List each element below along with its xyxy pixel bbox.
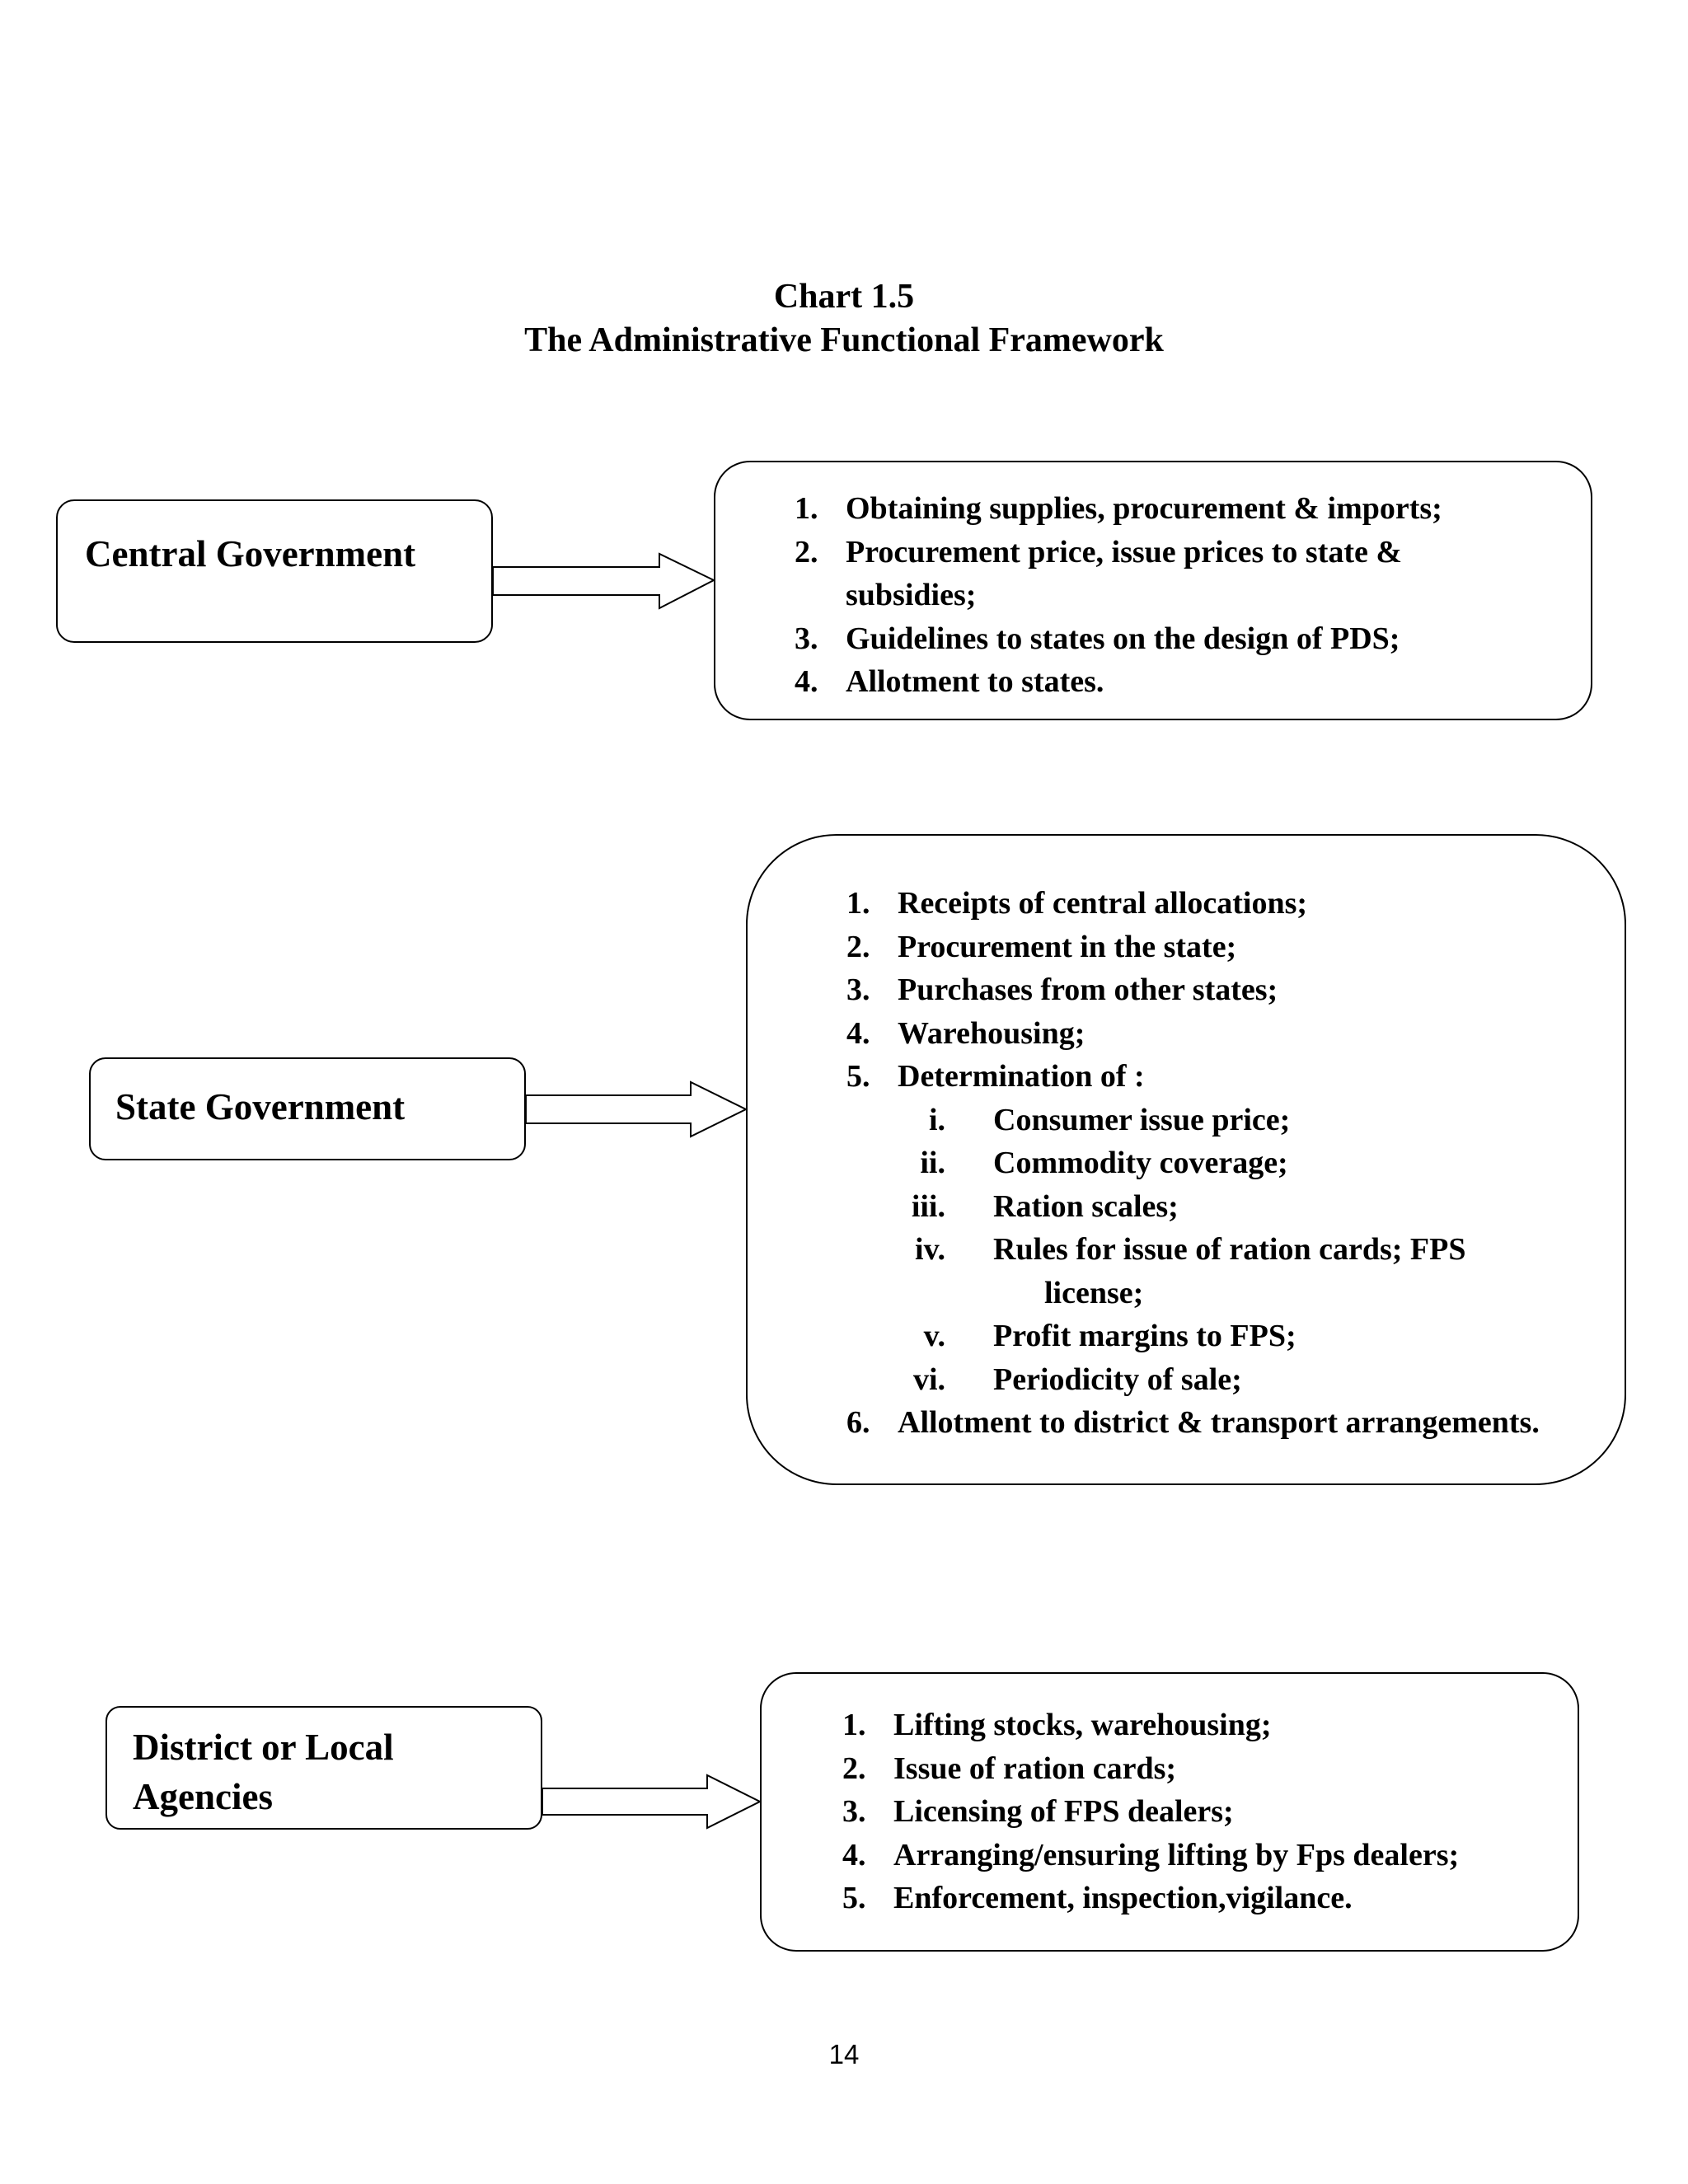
district-agencies-box: District or Local Agencies [106,1706,542,1830]
state-government-box: State Government [89,1057,526,1160]
central-government-box: Central Government [56,499,493,643]
list-item: 3.Licensing of FPS dealers; [842,1794,1234,1829]
sub-list-item: ii.Commodity coverage; [920,1146,1288,1180]
chart-title: The Administrative Functional Framework [524,321,1164,359]
sub-list-item: v.Profit margins to FPS; [923,1319,1296,1353]
list-item-continuation: subsidies; [846,578,977,612]
state-government-label: State Government [115,1086,406,1127]
sub-list-item-continuation: license; [1044,1275,1144,1310]
list-item: 2.Issue of ration cards; [842,1750,1177,1786]
sub-list-item: vi.Periodicity of sale; [912,1361,1242,1397]
list-item: 4.Arranging/ensuring lifting by Fps deal… [842,1837,1460,1872]
list-item: 2.Procurement price, issue prices to sta… [795,534,1403,569]
list-item: 5.Enforcement, inspection,vigilance. [842,1881,1353,1915]
central-government-label: Central Government [85,533,416,574]
district-functions-box: 1.Lifting stocks, warehousing; 2.Issue o… [760,1672,1579,1952]
sub-list-item: iii.Ration scales; [911,1188,1179,1224]
list-item: 1.Obtaining supplies, procurement & impo… [795,491,1442,526]
list-item: 5.Determination of : [846,1059,1145,1094]
sub-list-item: iv.Rules for issue of ration cards; FPS [915,1232,1466,1267]
list-item: 4.Warehousing; [846,1015,1085,1051]
sub-list-item: i.Consumer issue price; [928,1102,1291,1137]
district-functions-list: 1.Lifting stocks, warehousing; 2.Issue o… [842,1704,1459,1920]
central-functions-box: 1.Obtaining supplies, procurement & impo… [714,461,1592,720]
chart-number: Chart 1.5 [773,278,915,316]
list-item: 4.Allotment to states. [795,664,1104,699]
list-item: 2.Procurement in the state; [846,929,1237,964]
page-number: 14 [828,2039,860,2069]
central-functions-list: 1.Obtaining supplies, procurement & impo… [795,487,1442,704]
list-item: 3.Guidelines to states on the design of … [795,621,1400,656]
state-functions-box: 1.Receipts of central allocations; 2.Pro… [746,834,1626,1485]
district-agencies-label: District or Local Agencies [133,1727,394,1817]
list-item: 3.Purchases from other states; [846,972,1278,1007]
list-item: 6.Allotment to district & transport arra… [846,1405,1540,1440]
state-functions-list: 1.Receipts of central allocations; 2.Pro… [846,882,1540,1445]
list-item: 1.Receipts of central allocations; [846,886,1308,921]
list-item: 1.Lifting stocks, warehousing; [842,1708,1272,1742]
